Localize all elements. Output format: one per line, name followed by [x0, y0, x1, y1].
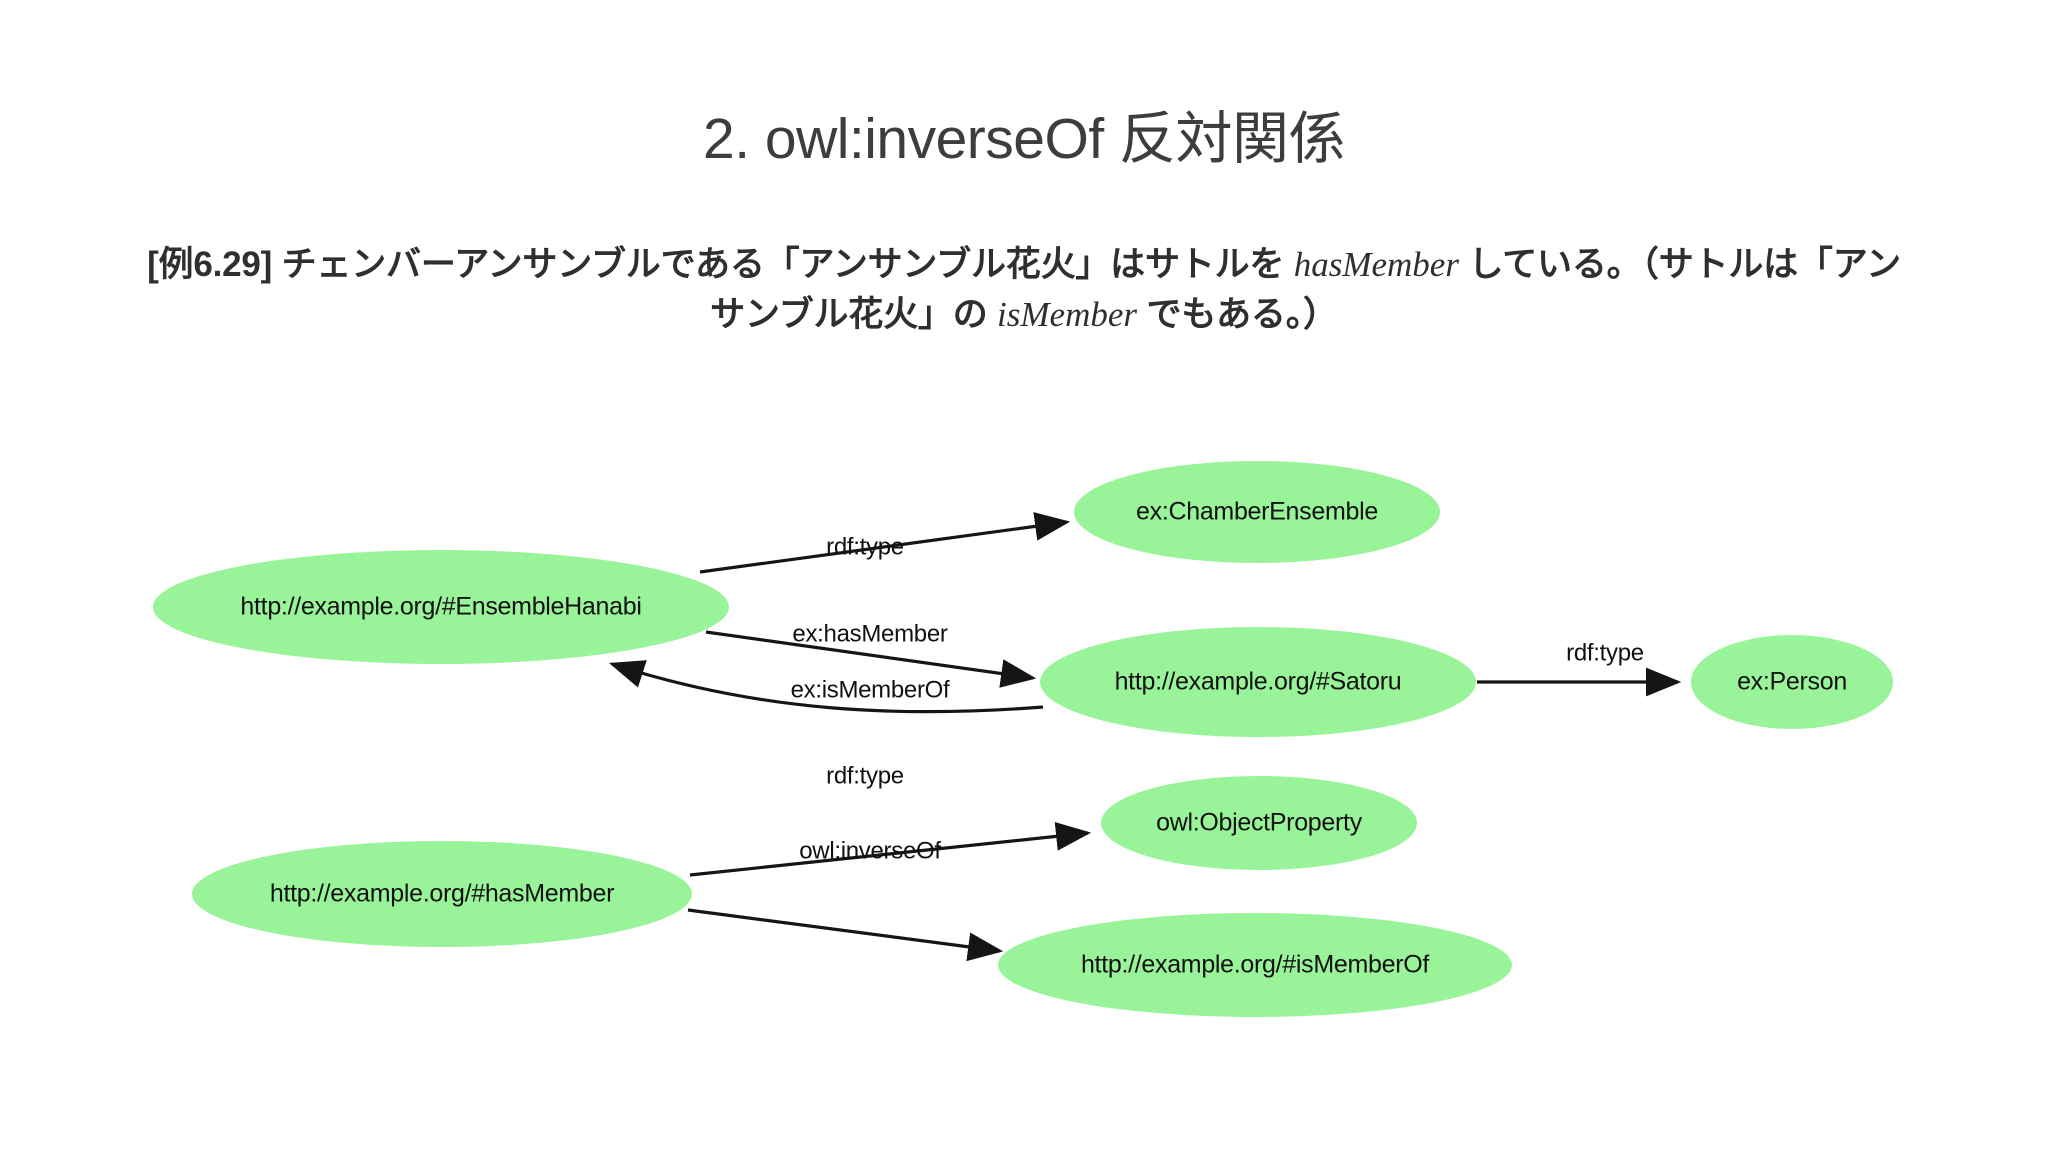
edge-satoru-rdf-type: rdf:type	[1477, 639, 1682, 697]
rdf-graph-diagram: ex:ChamberEnsemble --> rdf:type Satoru -…	[0, 400, 2048, 1100]
node-shape	[153, 550, 729, 664]
node-label: http://example.org/#Satoru	[1115, 668, 1402, 696]
edge-property-inverse-of: owl:inverseOf	[687, 837, 1004, 962]
node-ensemble-hanabi[interactable]: http://example.org/#EnsembleHanabi	[153, 550, 729, 664]
example-caption: [例6.29] チェンバーアンサンブルである「アンサンブル花火」はサトルを ha…	[130, 240, 1918, 339]
node-label: ex:ChamberEnsemble	[1136, 498, 1378, 526]
edge-satoru-is-member-of: ex:isMemberOf	[608, 660, 1044, 714]
edge-line	[687, 908, 1004, 962]
example-caption-emphasis-has-member: hasMember	[1293, 245, 1459, 284]
edge-label: rdf:type	[1566, 639, 1644, 666]
edge-label: ex:hasMember	[792, 620, 947, 647]
edge-label: owl:inverseOf	[799, 837, 941, 864]
node-has-member-property[interactable]: http://example.org/#hasMember	[192, 841, 692, 947]
graph-nodes: http://example.org/#EnsembleHanabi ex:Ch…	[153, 461, 1893, 1017]
edge-property-rdf-type: rdf:type	[689, 762, 1092, 877]
node-person[interactable]: ex:Person	[1691, 635, 1893, 729]
example-caption-middle: している。（サトルは「アンサンブル花火」の	[710, 245, 1901, 334]
example-caption-suffix: でもある。）	[1137, 294, 1339, 334]
graph-edges: ex:ChamberEnsemble --> rdf:type Satoru -…	[608, 512, 1682, 962]
node-object-property[interactable]: owl:ObjectProperty	[1101, 776, 1417, 870]
node-shape	[1040, 627, 1476, 737]
edge-line	[699, 512, 1071, 574]
node-shape	[998, 913, 1512, 1017]
edge-hanabi-has-member: ex:hasMember	[705, 620, 1037, 688]
edge-label: rdf:type	[826, 762, 904, 789]
edge-line	[705, 630, 1037, 688]
node-is-member-of-property[interactable]: http://example.org/#isMemberOf	[998, 913, 1512, 1017]
example-caption-prefix: [例6.29] チェンバーアンサンブルである「アンサンブル花火」はサトルを	[147, 245, 1294, 284]
page-title: 2. owl:inverseOf 反対関係	[703, 107, 1346, 171]
edge-hanabi-rdf-type: rdf:type	[699, 512, 1071, 574]
node-shape	[192, 841, 692, 947]
node-shape	[1101, 776, 1417, 870]
edge-label: ex:isMemberOf	[791, 676, 950, 703]
edge-line	[689, 822, 1092, 877]
node-satoru[interactable]: http://example.org/#Satoru	[1040, 627, 1476, 737]
node-label: http://example.org/#EnsembleHanabi	[240, 593, 641, 621]
node-label: owl:ObjectProperty	[1156, 809, 1363, 837]
node-shape	[1691, 635, 1893, 729]
node-label: http://example.org/#hasMember	[270, 880, 614, 908]
node-label: ex:Person	[1737, 668, 1847, 696]
node-shape	[1074, 461, 1440, 563]
edge-label: rdf:type	[826, 533, 904, 560]
node-chamber-ensemble[interactable]: ex:ChamberEnsemble	[1074, 461, 1440, 563]
node-label: http://example.org/#isMemberOf	[1081, 951, 1429, 979]
edge-line	[608, 660, 1044, 714]
example-caption-emphasis-is-member: isMember	[997, 294, 1137, 334]
